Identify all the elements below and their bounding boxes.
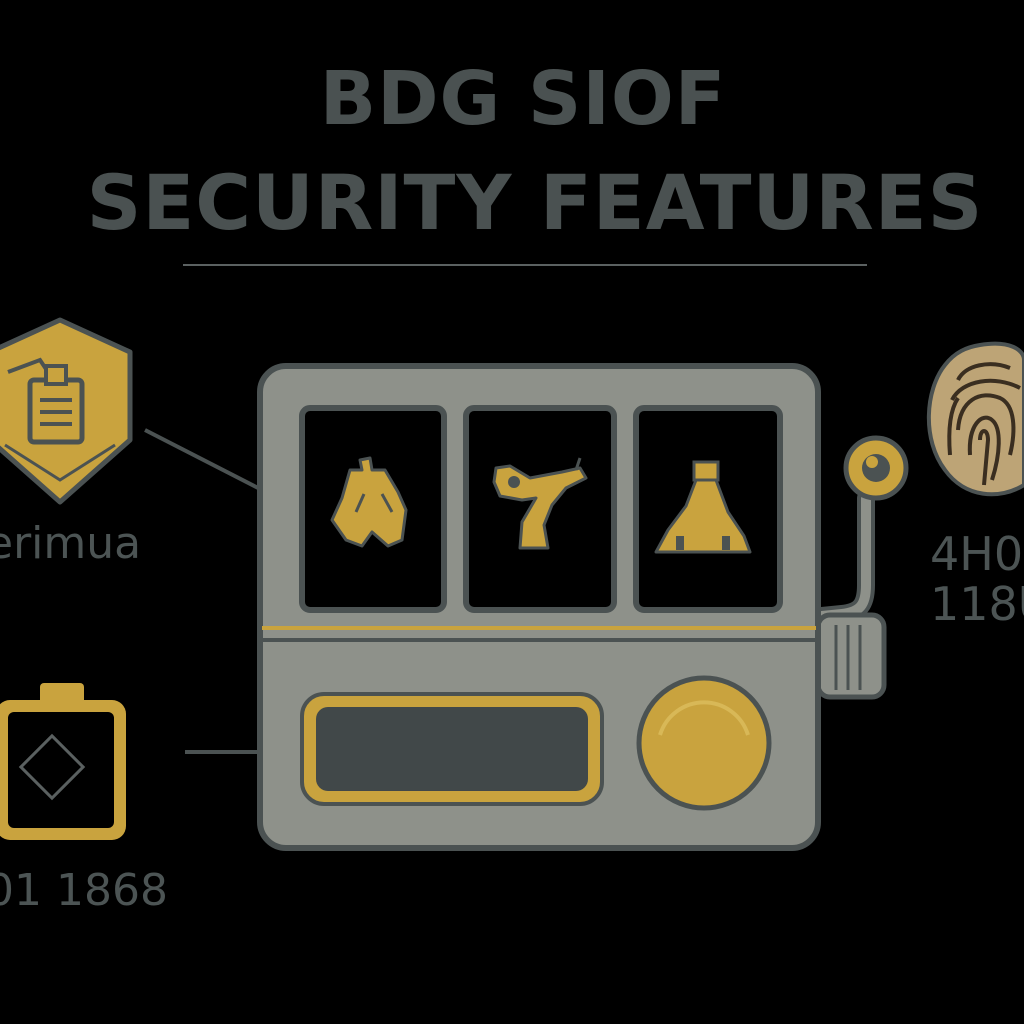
seven-icon (492, 457, 588, 550)
spin-button[interactable] (636, 675, 772, 811)
title-line-1: BDG SIOF (319, 56, 727, 142)
title-divider (183, 264, 867, 266)
fingerprint-feature-label-1: 4H0 (930, 527, 1024, 581)
fingerprint-feature-label-2: 118U (930, 577, 1024, 631)
title-line-2: SECURITY FEATURES (86, 158, 984, 247)
bell-icon (330, 456, 408, 548)
credit-display (300, 692, 604, 806)
shield-feature-label: erimua (0, 518, 142, 569)
battery-diamond-icon (0, 683, 126, 840)
lever-arm (813, 435, 909, 700)
cone-icon (654, 460, 752, 554)
connector-shield (144, 428, 263, 492)
fingerprint-icon (926, 341, 1024, 497)
battery-feature-label: 01 1868 (0, 865, 168, 916)
shield-document-icon (0, 317, 133, 505)
